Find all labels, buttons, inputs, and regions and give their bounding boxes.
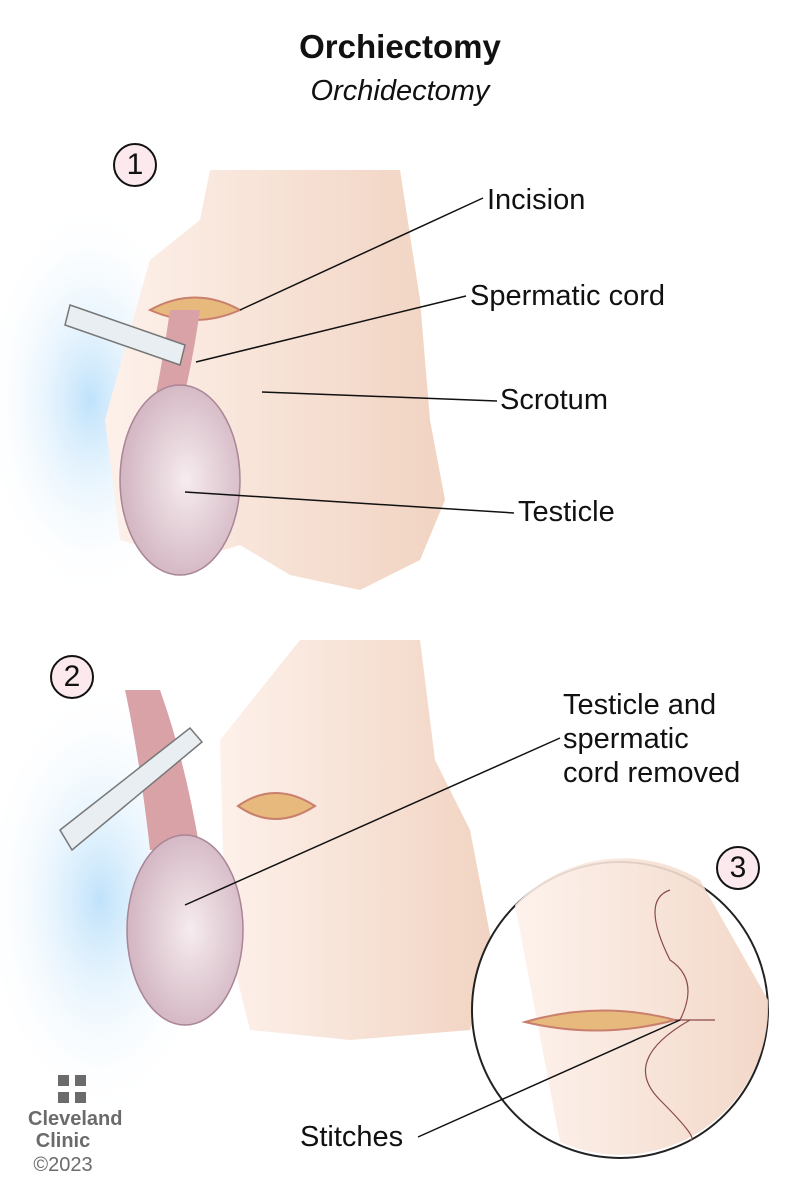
leader-lines: [184, 197, 681, 1138]
logo-line1: Cleveland: [28, 1108, 123, 1130]
label-scrotum: Scrotum: [500, 384, 608, 416]
label-spermatic-cord: Spermatic cord: [470, 280, 666, 312]
testicle-shape: [119, 384, 241, 576]
cleveland-clinic-logo-icon: [58, 1075, 86, 1103]
label-removed-2: spermatic: [563, 723, 689, 755]
scrotum-shape-2: [220, 640, 495, 1040]
label-removed-1: Testicle and: [563, 689, 717, 721]
suture-thread: [644, 889, 715, 1141]
label-testicle: Testicle: [518, 496, 615, 528]
forceps-2: [59, 726, 204, 852]
cleveland-clinic-logo: Cleveland Clinic ©2023: [28, 1108, 123, 1176]
copyright: ©2023: [33, 1154, 93, 1176]
incision-opening-2: [236, 792, 317, 820]
step-2-badge: 2: [50, 655, 94, 699]
page-title: Orchiectomy: [299, 28, 501, 65]
magnified-skin: [515, 858, 769, 1155]
page-subtitle: Orchidectomy: [310, 75, 490, 107]
label-stitches: Stitches: [300, 1121, 404, 1153]
removed-testicle-shape: [126, 834, 244, 1026]
step-1-badge: 1: [113, 143, 157, 187]
logo-line2: Clinic: [35, 1130, 91, 1152]
forceps-1: [64, 304, 186, 366]
label-incision: Incision: [487, 184, 586, 216]
step-3-badge: 3: [716, 846, 760, 890]
label-removed-3: cord removed: [563, 757, 741, 789]
